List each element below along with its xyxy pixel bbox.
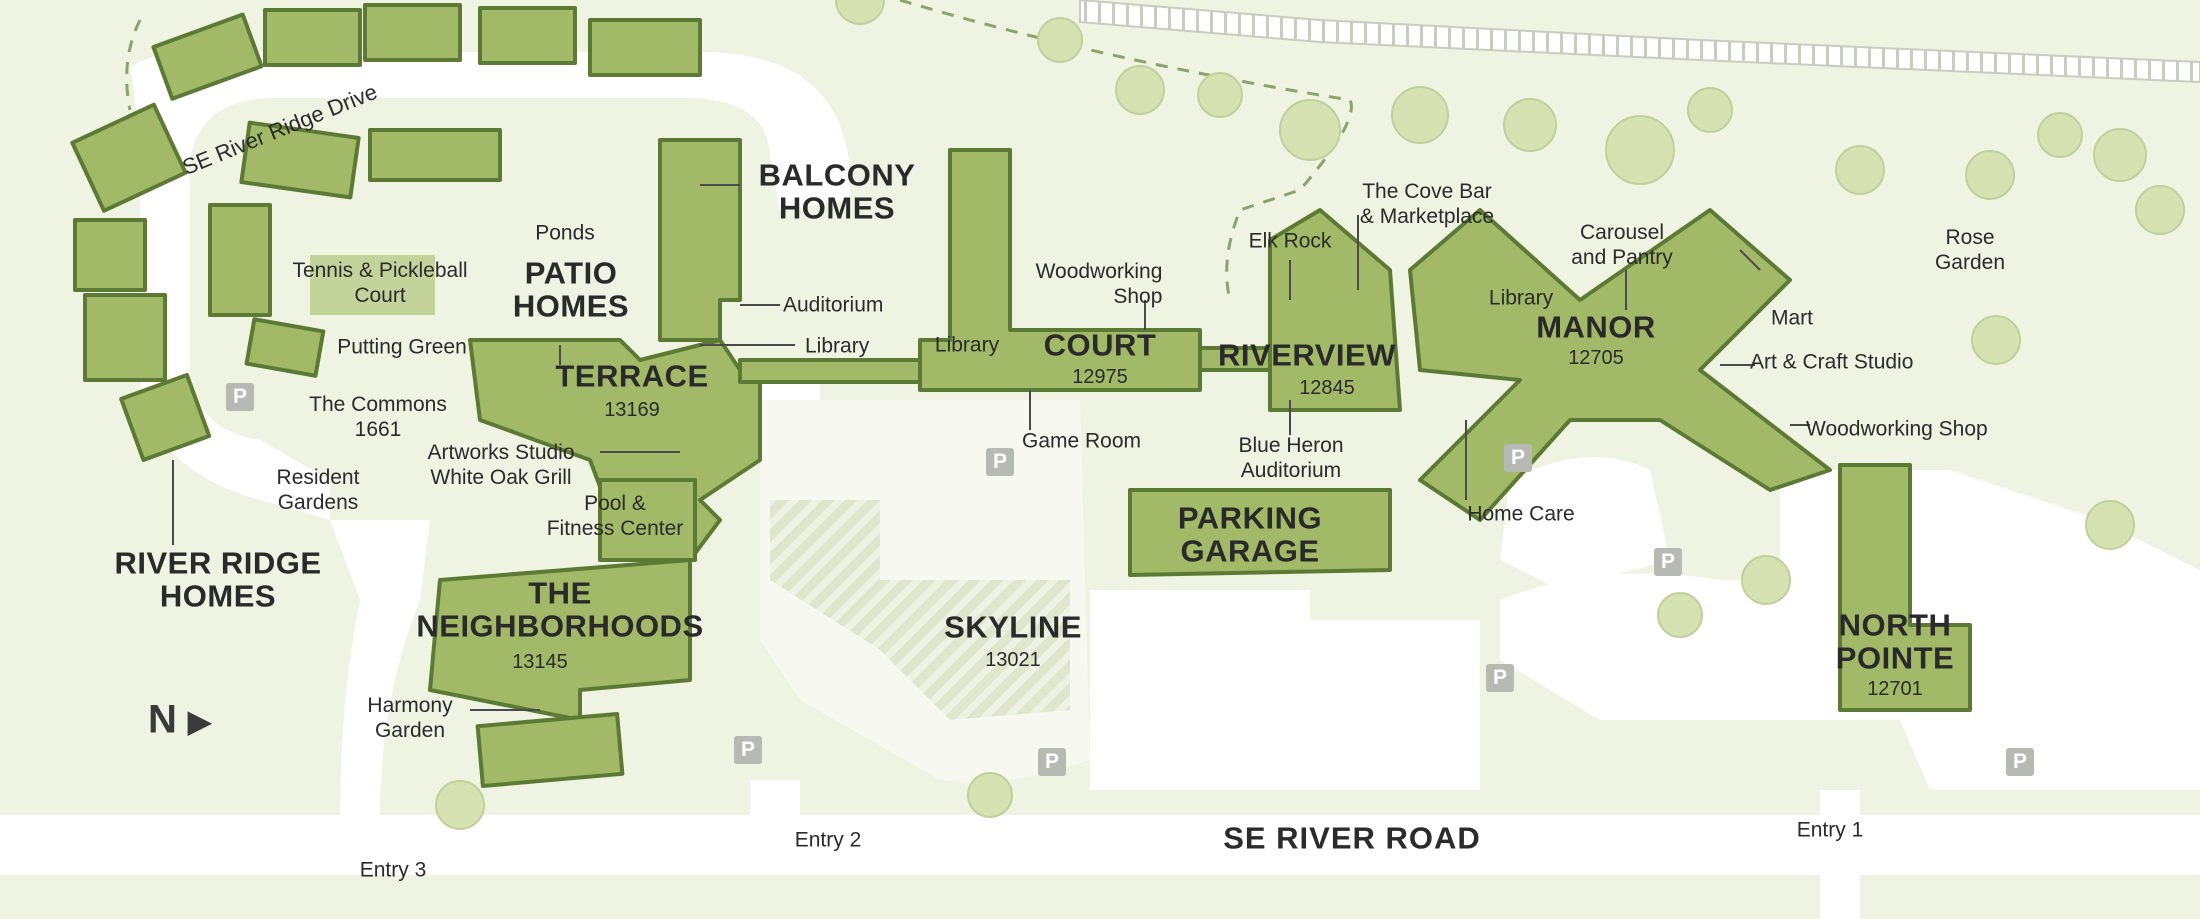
elk-rock-label: Elk Rock	[1248, 229, 1332, 253]
riverview-number: 12845	[1299, 377, 1355, 399]
parking-garage-shape	[1128, 488, 1392, 577]
manor-label: MANOR	[1536, 309, 1656, 345]
riverview-label: RIVERVIEW	[1218, 337, 1396, 373]
balcony-homes-shape	[658, 138, 742, 342]
parking-icon: P	[2006, 748, 2034, 776]
rr-inner-1	[239, 120, 361, 200]
court-number: 12975	[1072, 366, 1128, 388]
lot-east	[1180, 620, 1480, 790]
terrace-label: TERRACE	[555, 358, 709, 394]
balcony-homes-label: BALCONY HOMES	[758, 157, 916, 225]
resident-gardens-label: Resident Gardens	[276, 465, 360, 514]
north-arrow-icon: ▶	[188, 705, 212, 739]
skyline-number: 13021	[985, 649, 1041, 671]
entry-2-label: Entry 2	[794, 828, 862, 852]
riverview-shape	[1268, 208, 1402, 412]
skyline-label: SKYLINE	[944, 609, 1082, 645]
manor-shape	[1408, 208, 1832, 522]
se-river-road	[0, 815, 2200, 875]
entry-3-label: Entry 3	[359, 858, 427, 882]
home-care-label: Home Care	[1467, 502, 1575, 526]
rr-home-3	[363, 3, 462, 62]
art-craft-label: Art & Craft Studio	[1750, 350, 1914, 374]
putting-green-label: Putting Green	[337, 335, 467, 359]
road-network	[0, 51, 2200, 919]
manor-library-label: Library	[1488, 286, 1554, 310]
manor-woodworking-label: Woodworking Shop	[1806, 417, 1988, 441]
entry-2-road	[750, 780, 800, 820]
entry-1-road	[1820, 790, 1860, 919]
trees	[435, 0, 2185, 830]
rr-inner-4	[244, 317, 326, 378]
mart-label: Mart	[1771, 306, 1813, 330]
commons-label: The Commons 1661	[309, 392, 447, 441]
harmony-shape	[475, 712, 625, 788]
parking-icon: P	[1486, 664, 1514, 692]
rr-home-5	[588, 18, 702, 77]
rr-home-6	[70, 102, 188, 213]
blue-heron-label: Blue Heron Auditorium	[1238, 433, 1344, 482]
se-river-road-label: SE RIVER ROAD	[1223, 820, 1481, 856]
home-care-loop	[1500, 457, 1670, 590]
rr-home-2	[263, 8, 362, 67]
dashed-path	[125, 0, 1353, 301]
north-pointe-number: 12701	[1867, 678, 1923, 700]
parking-icon: P	[226, 383, 254, 411]
court-shape	[918, 148, 1202, 392]
rr-home-8	[83, 293, 167, 382]
north-pointe-shape	[1838, 463, 1972, 712]
rr-inner-2	[368, 128, 502, 182]
connector-west	[738, 358, 922, 384]
river-ridge-loop	[130, 51, 850, 520]
parking-icon: P	[1654, 548, 1682, 576]
harmony-garden-label: Harmony Garden	[367, 693, 453, 742]
ponds-label: Ponds	[535, 221, 595, 245]
north-arrow: N ▶	[148, 698, 211, 743]
pool-fitness-label: Pool & Fitness Center	[546, 491, 684, 540]
terrace-library-label: Library	[805, 334, 870, 358]
parking-icon: P	[1504, 444, 1532, 472]
court-label: COURT	[1043, 327, 1157, 363]
manor-number: 12705	[1568, 347, 1624, 369]
rr-home-4	[478, 6, 577, 65]
neighborhoods-label: THE NEIGHBORHOODS	[416, 575, 704, 643]
rr-inner-3	[208, 203, 272, 317]
leader-lines	[172, 184, 1810, 711]
neighborhoods-number: 13145	[512, 651, 568, 673]
parking-icon: P	[986, 448, 1014, 476]
rr-home-9	[119, 372, 212, 462]
artworks-grill-label: Artworks Studio White Oak Grill	[427, 440, 575, 489]
parking-garage-label: PARKING GARAGE	[1177, 500, 1323, 568]
carousel-pantry-label: Carousel and Pantry	[1571, 220, 1673, 269]
game-room-label: Game Room	[1022, 429, 1142, 453]
river-ridge-homes-label: RIVER RIDGE HOMES	[114, 545, 322, 613]
rr-home-7	[73, 218, 147, 292]
north-label: N	[148, 697, 177, 742]
north-pointe-label: NORTH POINTE	[1835, 607, 1955, 675]
tennis-label: Tennis & Pickleball Court	[292, 258, 468, 307]
buildings	[70, 3, 1972, 788]
court-library-label: Library	[934, 333, 1000, 357]
rr-home-1	[151, 12, 264, 101]
skyline-footprint	[770, 500, 1070, 720]
cove-bar-label: The Cove Bar & Marketplace	[1359, 179, 1495, 228]
terrace-number: 13169	[604, 399, 660, 421]
patio-homes-label: PATIO HOMES	[512, 255, 630, 323]
tennis-court-shape	[310, 255, 435, 315]
court-woodworking-label: Woodworking Shop	[1035, 259, 1163, 308]
entry-1-label: Entry 1	[1796, 818, 1864, 842]
parking-icon: P	[1038, 748, 1066, 776]
pool-shape	[598, 478, 697, 562]
parking-icon: P	[734, 736, 762, 764]
neighborhoods-shape	[428, 558, 692, 722]
auditorium-label: Auditorium	[783, 293, 884, 317]
rose-garden-label: Rose Garden	[1934, 225, 2006, 274]
entry-3-road	[330, 520, 430, 815]
railway	[1079, 0, 2200, 84]
